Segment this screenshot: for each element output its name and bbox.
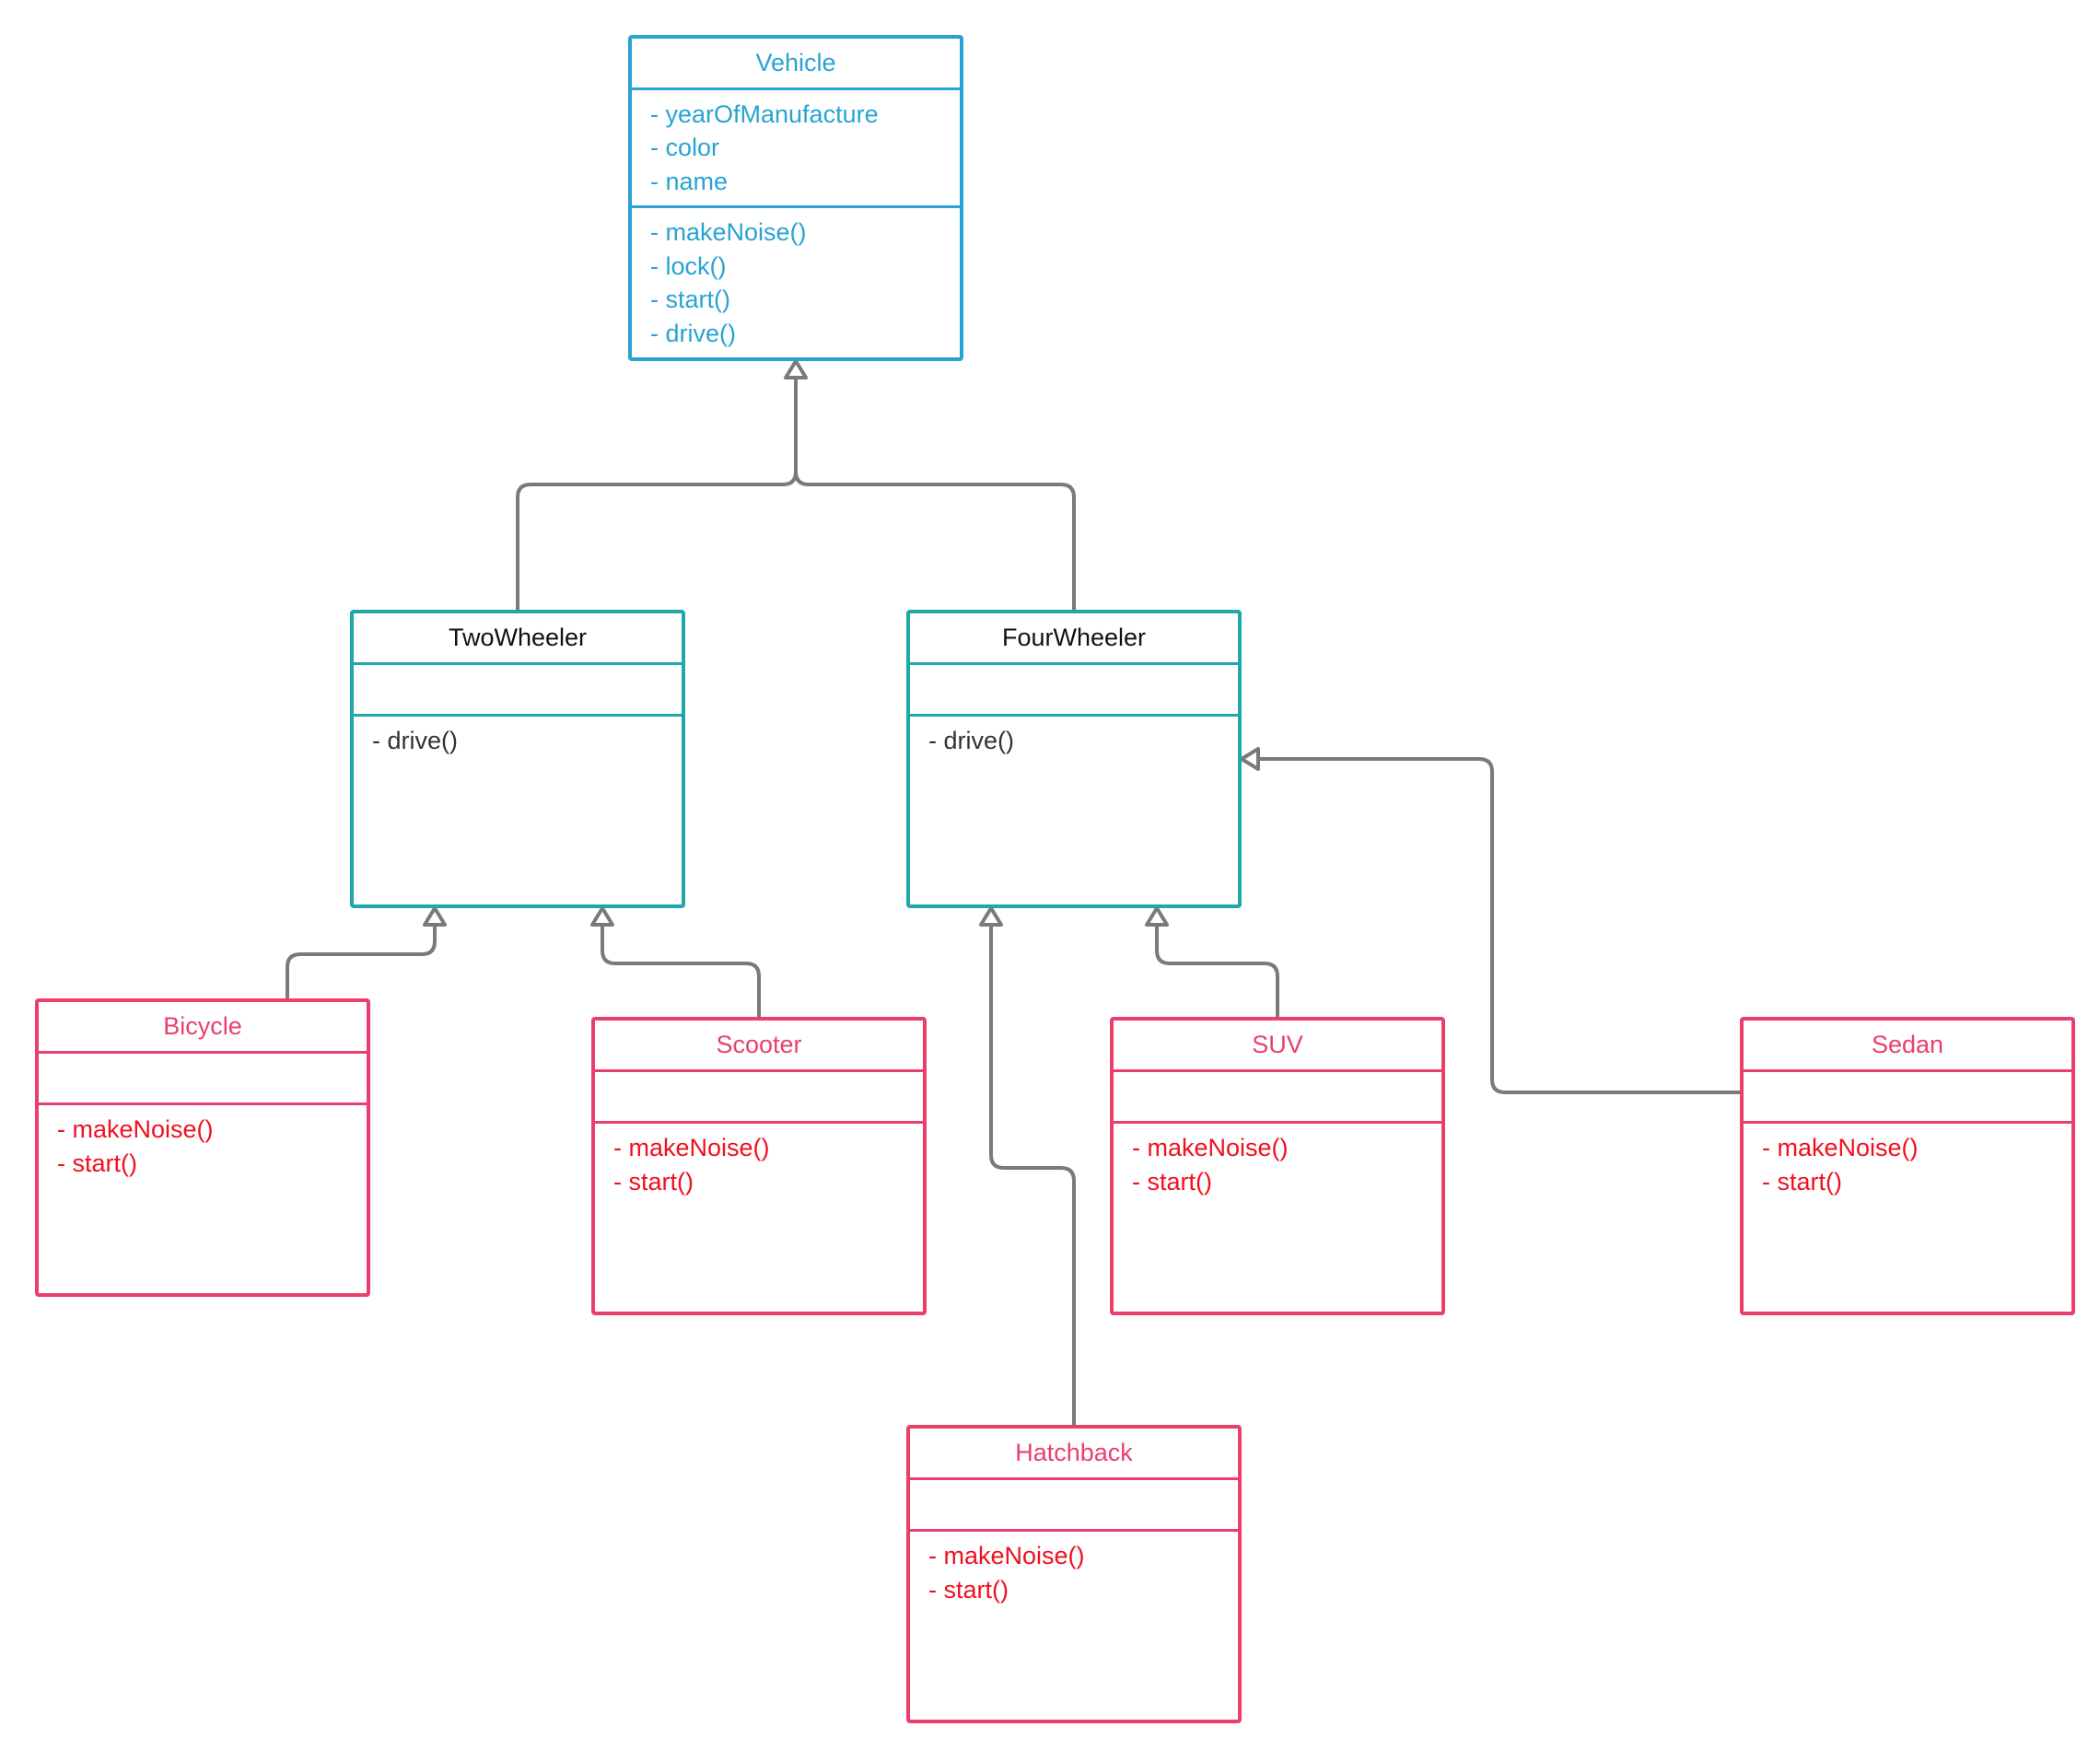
generalization-arrowhead [979,906,1003,927]
attributes-compartment [1114,1072,1441,1124]
operations-compartment: - makeNoise() - lock() - start() - drive… [632,208,960,357]
class-scooter[interactable]: Scooter - makeNoise() - start() [591,1017,927,1315]
operation: - lock() [650,251,727,280]
connector-hatchback-fourwheeler [989,925,1076,1425]
attribute: - name [650,167,729,195]
attributes-compartment [1744,1072,2071,1124]
attributes-compartment [354,665,682,717]
class-name: Vehicle [632,39,960,90]
operations-compartment: - makeNoise() - start() [910,1532,1238,1720]
class-name: Hatchback [910,1429,1238,1480]
connector-sedan-fourwheeler [1258,757,1740,1094]
class-fourwheeler[interactable]: FourWheeler - drive() [906,610,1242,908]
class-name: Bicycle [39,1002,367,1054]
generalization-arrowhead [423,906,447,927]
class-hatchback[interactable]: Hatchback - makeNoise() - start() [906,1425,1242,1723]
class-suv[interactable]: SUV - makeNoise() - start() [1110,1017,1445,1315]
attribute: - color [650,134,720,161]
operation: - start() [1762,1167,1842,1196]
operation: - drive() [928,727,1014,754]
generalization-arrowhead [784,359,808,379]
class-name: SUV [1114,1021,1441,1072]
operation: - makeNoise() [1762,1134,1919,1161]
class-bicycle[interactable]: Bicycle - makeNoise() - start() [35,998,370,1297]
class-name: TwoWheeler [354,613,682,665]
operations-compartment: - makeNoise() - start() [1114,1124,1441,1312]
generalization-arrowhead [590,906,614,927]
operation: - makeNoise() [613,1134,770,1161]
operation: - start() [1132,1167,1212,1196]
operations-compartment: - makeNoise() - start() [595,1124,923,1312]
attributes-compartment [595,1072,923,1124]
attributes-compartment: - yearOfManufacture - color - name [632,90,960,208]
operations-compartment: - makeNoise() - start() [1744,1124,2071,1312]
operation: - makeNoise() [928,1542,1085,1569]
generalization-arrowhead [1240,747,1260,771]
operation: - makeNoise() [650,218,807,246]
connector-twowheeler-vehicle [516,378,798,610]
attributes-compartment [910,1480,1238,1532]
class-vehicle[interactable]: Vehicle - yearOfManufacture - color - na… [628,35,963,361]
class-name: Scooter [595,1021,923,1072]
operations-compartment: - drive() [354,717,682,904]
generalization-arrowhead [1145,906,1169,927]
class-name: Sedan [1744,1021,2071,1072]
connector-bicycle-twowheeler [286,925,437,998]
attributes-compartment [39,1054,367,1105]
operation: - drive() [372,727,458,754]
operation: - makeNoise() [1132,1134,1289,1161]
operations-compartment: - drive() [910,717,1238,904]
operation: - start() [928,1575,1009,1604]
operation: - start() [650,286,730,313]
connector-suv-fourwheeler [1155,925,1279,1017]
connector-fourwheeler-vehicle [794,378,1076,610]
operation: - drive() [650,319,736,347]
class-sedan[interactable]: Sedan - makeNoise() - start() [1740,1017,2075,1315]
class-twowheeler[interactable]: TwoWheeler - drive() [350,610,685,908]
class-name: FourWheeler [910,613,1238,665]
operation: - start() [57,1149,137,1177]
operations-compartment: - makeNoise() - start() [39,1105,367,1293]
attribute: - yearOfManufacture [650,99,879,128]
operation: - makeNoise() [57,1115,214,1143]
attributes-compartment [910,665,1238,717]
operation: - start() [613,1167,694,1196]
connector-scooter-twowheeler [601,925,761,1017]
